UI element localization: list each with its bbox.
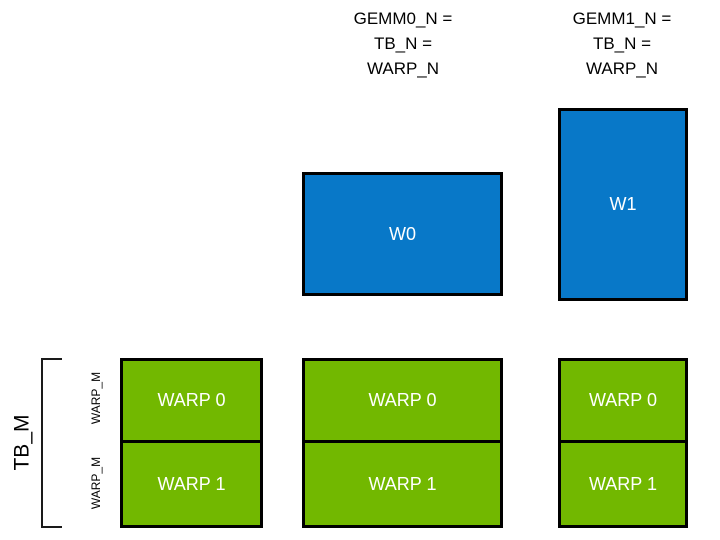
warp-partition-cell-label: WARP 0	[588, 390, 658, 410]
warp-partition-column-1: WARP 0 WARP 1	[302, 358, 503, 528]
warp-partition-cell-label: WARP 0	[368, 390, 437, 410]
tb-m-bracket	[41, 358, 62, 528]
warp-m-axis-label-bottom: WARP_M	[89, 456, 103, 510]
warp-partition-cell: WARP 1	[123, 443, 260, 525]
warp-partition-cell-label: WARP 1	[368, 473, 437, 494]
caption-gemm0: GEMM0_N = TB_N = WARP_N	[353, 9, 453, 78]
warp-partition-column-2: WARP 0 WARP 1	[558, 358, 688, 528]
warp-partition-cell: WARP 0	[561, 361, 685, 443]
warp-partition-cell: WARP 1	[561, 443, 685, 525]
tb-m-axis-label: TB_M	[10, 414, 34, 471]
warp-partition-cell: WARP 0	[305, 361, 500, 443]
warp-m-axis-label-top: WARP_M	[89, 371, 103, 425]
warp-partition-cell-label: WARP 0	[157, 390, 226, 410]
warp-tile-w0: W0	[302, 172, 503, 296]
warp-partition-cell: WARP 0	[123, 361, 260, 443]
warp-partition-column-0: WARP 0 WARP 1	[120, 358, 263, 528]
warp-partition-cell-label: WARP 1	[588, 473, 658, 494]
warp-tile-w0-label: W0	[389, 223, 416, 244]
warp-tile-w1: W1	[558, 108, 688, 301]
caption-gemm1: GEMM1_N = TB_N = WARP_N	[572, 9, 672, 78]
warp-partition-cell: WARP 1	[305, 443, 500, 525]
warp-tile-w1-label: W1	[609, 194, 637, 214]
warp-partition-cell-label: WARP 1	[157, 473, 226, 494]
